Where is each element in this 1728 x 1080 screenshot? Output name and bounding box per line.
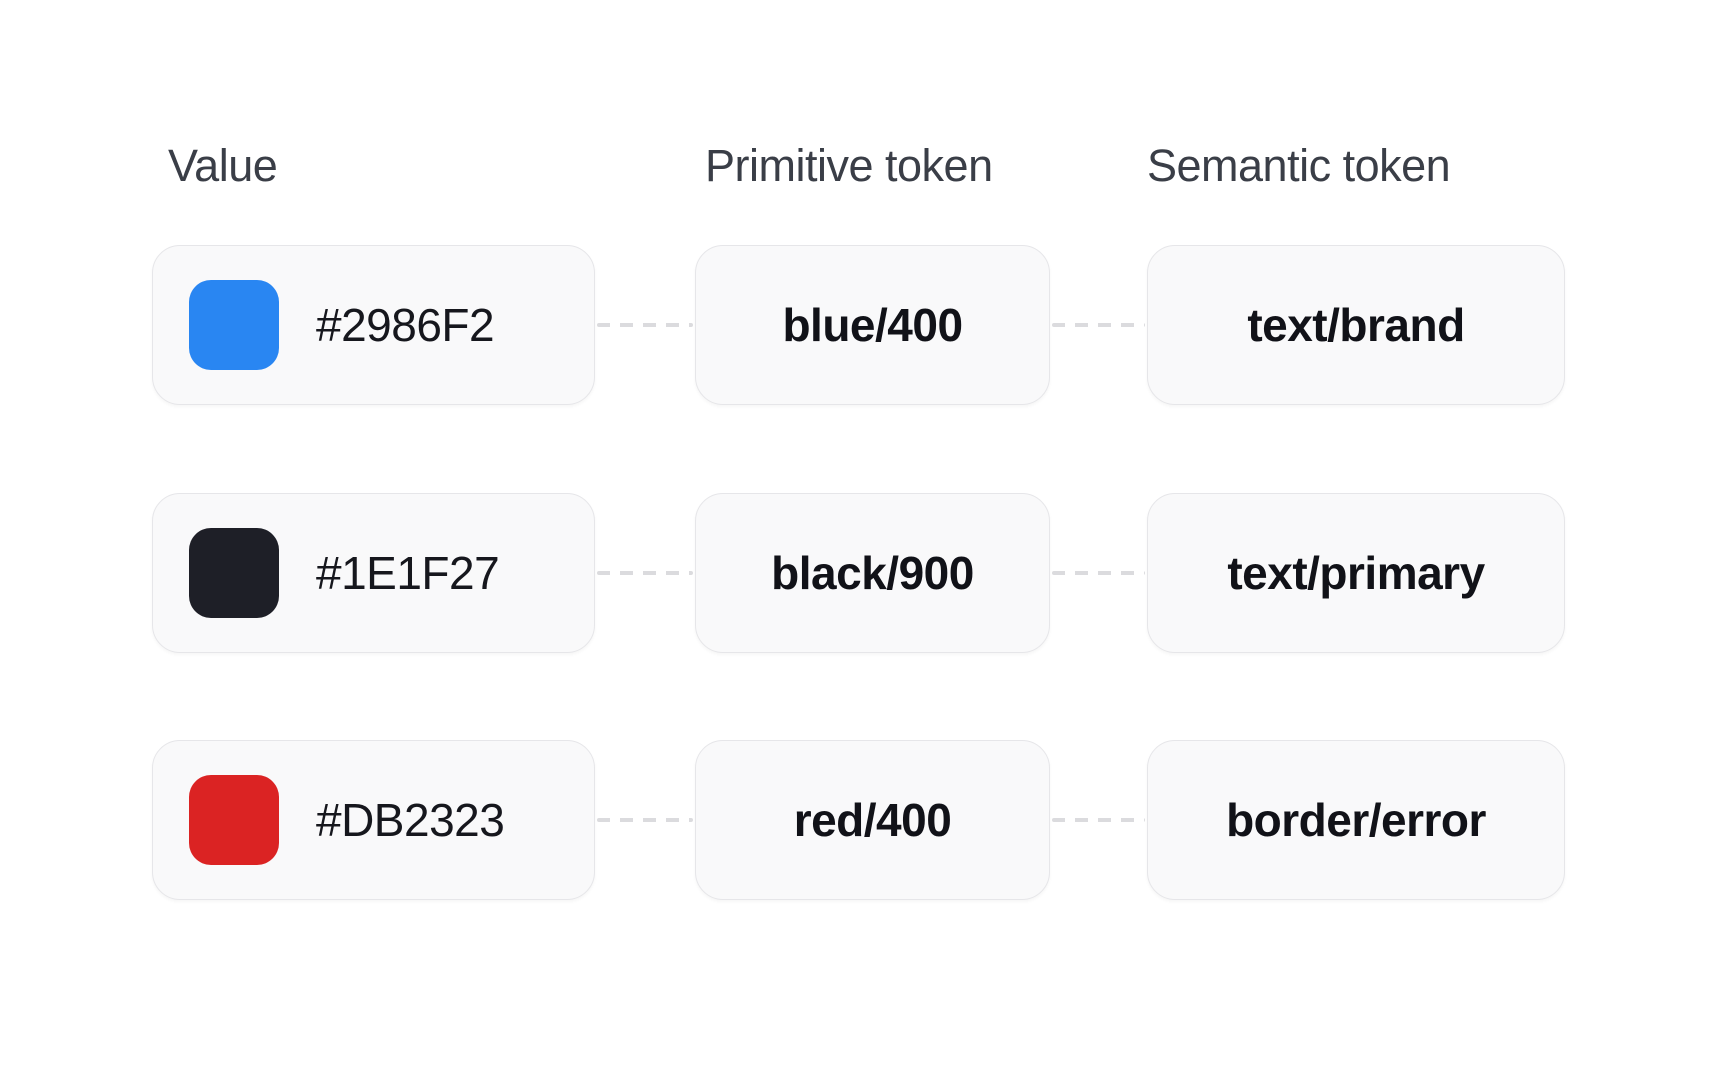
- hex-value-label: #DB2323: [316, 794, 505, 846]
- primitive-token-card: blue/400: [695, 245, 1050, 405]
- dashed-connector: [597, 323, 693, 327]
- dashed-connector: [1052, 818, 1145, 822]
- column-header-value: Value: [168, 140, 278, 191]
- black-swatch: [189, 528, 279, 618]
- primitive-token-label: red/400: [793, 794, 952, 846]
- semantic-token-card: text/primary: [1147, 493, 1565, 653]
- value-card: #2986F2: [152, 245, 595, 405]
- column-header-semantic-token: Semantic token: [1147, 140, 1451, 191]
- column-header-primitive-token: Primitive token: [705, 140, 993, 191]
- value-card: #DB2323: [152, 740, 595, 900]
- value-card: #1E1F27: [152, 493, 595, 653]
- dashed-connector: [1052, 323, 1145, 327]
- primitive-token-label: black/900: [771, 547, 974, 599]
- dashed-connector: [597, 818, 693, 822]
- dashed-connector: [1052, 571, 1145, 575]
- hex-value-label: #1E1F27: [316, 547, 500, 599]
- semantic-token-label: border/error: [1226, 794, 1486, 846]
- blue-swatch: [189, 280, 279, 370]
- red-swatch: [189, 775, 279, 865]
- hex-value-label: #2986F2: [316, 299, 495, 351]
- primitive-token-label: blue/400: [782, 299, 963, 351]
- dashed-connector: [597, 571, 693, 575]
- semantic-token-card: border/error: [1147, 740, 1565, 900]
- semantic-token-card: text/brand: [1147, 245, 1565, 405]
- semantic-token-label: text/primary: [1227, 547, 1485, 599]
- primitive-token-card: red/400: [695, 740, 1050, 900]
- primitive-token-card: black/900: [695, 493, 1050, 653]
- semantic-token-label: text/brand: [1247, 299, 1465, 351]
